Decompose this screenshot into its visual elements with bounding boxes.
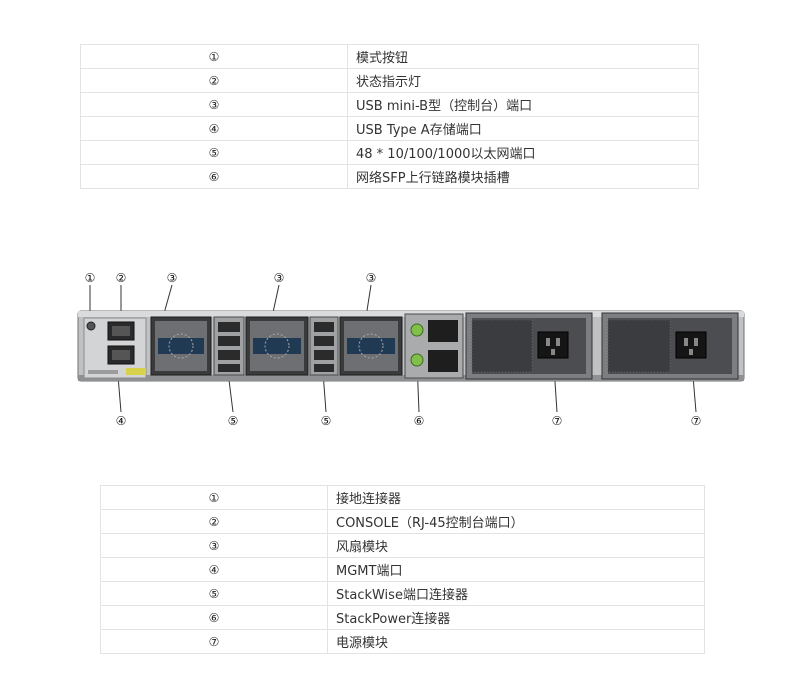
callout-label: ④ (116, 414, 127, 428)
fan-module (150, 316, 212, 376)
callout-label: ③ (274, 271, 285, 285)
row-number: ⑤ (100, 581, 328, 606)
row-number: ① (100, 485, 328, 510)
row-description: 电源模块 (327, 629, 705, 654)
callout-label: ① (85, 271, 96, 285)
row-description: StackWise端口连接器 (327, 581, 705, 606)
power-supply-module (601, 312, 739, 380)
row-description: 接地连接器 (327, 485, 705, 510)
row-description: 48 * 10/100/1000以太网端口 (347, 140, 699, 165)
switch-rear-panel-figure: ① ② ③ ③ ③ ④ ⑤ ⑤ ⑥ ⑦ ⑦ (77, 271, 745, 428)
callout-label: ⑤ (321, 414, 332, 428)
row-number: ③ (80, 92, 348, 117)
row-number: ④ (100, 557, 328, 582)
row-number: ② (80, 68, 348, 93)
stackwise-connector (213, 316, 245, 376)
row-description: USB mini-B型（控制台）端口 (347, 92, 699, 117)
callout-label: ⑥ (414, 414, 425, 428)
power-supply-module (465, 312, 593, 380)
callout-label: ⑦ (691, 414, 702, 428)
row-number: ③ (100, 533, 328, 558)
callout-label: ③ (167, 271, 178, 285)
row-description: 网络SFP上行链路模块插槽 (347, 164, 699, 189)
row-number: ② (100, 509, 328, 534)
row-description: USB Type A存储端口 (347, 116, 699, 141)
label-sticker (126, 368, 146, 375)
row-number: ⑥ (100, 605, 328, 630)
row-description: MGMT端口 (327, 557, 705, 582)
row-description: 风扇模块 (327, 533, 705, 558)
ground-connector-icon (86, 321, 96, 331)
row-number: ① (80, 44, 348, 69)
row-description: 模式按钮 (347, 44, 699, 69)
row-number: ⑦ (100, 629, 328, 654)
callout-label: ② (116, 271, 127, 285)
row-number: ⑥ (80, 164, 348, 189)
callout-label: ⑤ (228, 414, 239, 428)
callout-label: ⑦ (552, 414, 563, 428)
row-description: 状态指示灯 (347, 68, 699, 93)
fan-module (339, 316, 403, 376)
fan-module (245, 316, 309, 376)
row-number: ④ (80, 116, 348, 141)
row-number: ⑤ (80, 140, 348, 165)
stackpower-connector (404, 313, 464, 379)
callout-label: ③ (366, 271, 377, 285)
stackwise-connector (309, 316, 339, 376)
row-description: CONSOLE（RJ-45控制台端口） (327, 509, 705, 534)
row-description: StackPower连接器 (327, 605, 705, 630)
